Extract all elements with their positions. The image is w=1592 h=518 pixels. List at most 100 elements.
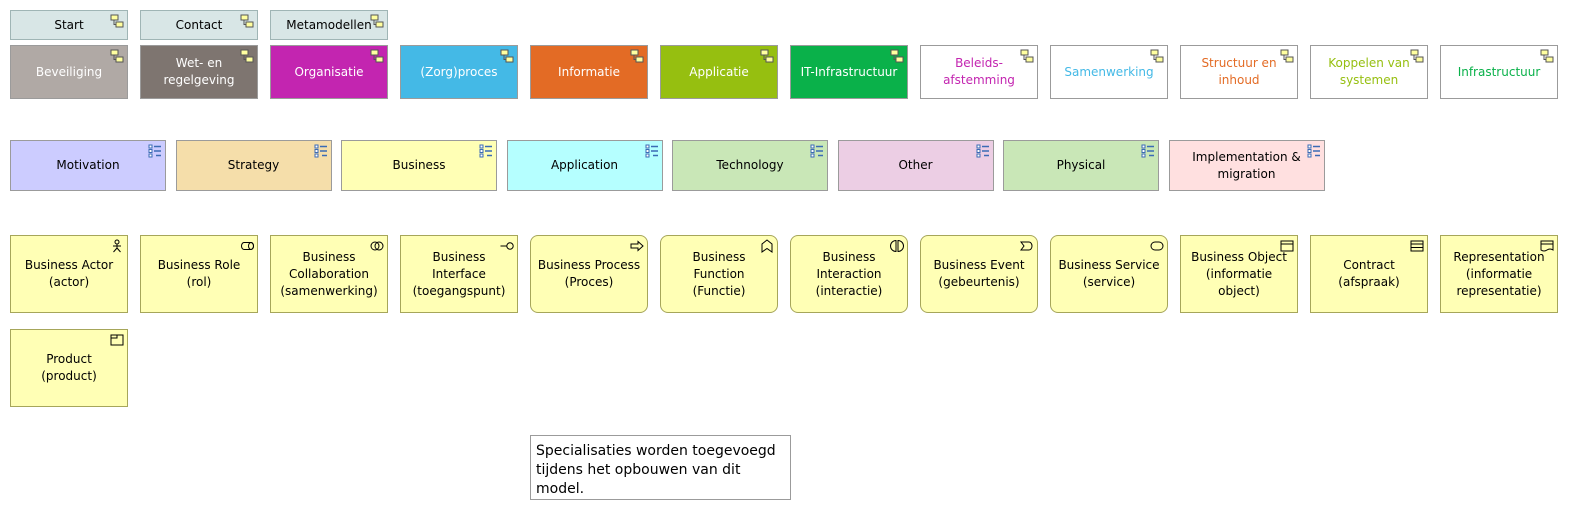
view-label: Applicatie xyxy=(689,64,749,79)
viewpoint-implementation-migration[interactable]: Implementation & migration xyxy=(1168,140,1325,191)
view-structuur-en-inhoud[interactable]: Structuur en inhoud xyxy=(1180,45,1298,99)
element-label: Business Function (Functie) xyxy=(692,249,746,298)
viewpoint-icon xyxy=(645,144,658,158)
viewpoint-icon xyxy=(479,144,492,158)
event-icon xyxy=(1020,241,1033,251)
diagram-model-icon xyxy=(370,49,384,63)
view-applicatie[interactable]: Applicatie xyxy=(660,45,778,99)
view-organisatie[interactable]: Organisatie xyxy=(270,45,388,99)
element-label: Business Service (service) xyxy=(1058,258,1160,289)
view-label: Wet- en regelgeving xyxy=(163,56,235,87)
view-infrastructuur[interactable]: Infrastructuur xyxy=(1440,45,1558,99)
viewpoint-label: Implementation & migration xyxy=(1192,149,1301,181)
element-contract[interactable]: Contract (afspraak) xyxy=(1310,235,1428,313)
representation-icon xyxy=(1540,240,1554,252)
nav-label: Start xyxy=(54,17,84,32)
viewpoint-label: Physical xyxy=(1056,158,1106,172)
viewpoint-business[interactable]: Business xyxy=(341,140,497,191)
view-label: Structuur en inhoud xyxy=(1201,56,1277,87)
viewpoint-label: Business xyxy=(392,158,446,172)
diagram-model-icon xyxy=(1280,49,1294,63)
view-label: Koppelen van systemen xyxy=(1328,56,1410,87)
viewpoint-label: Motivation xyxy=(56,158,120,172)
element-business-interface[interactable]: Business Interface (toegangspunt) xyxy=(400,235,518,313)
nav-label: Metamodellen xyxy=(286,17,372,32)
viewpoint-icon xyxy=(810,144,823,158)
element-label: Business Process (Proces) xyxy=(537,258,641,289)
viewpoint-motivation[interactable]: Motivation xyxy=(10,140,166,191)
view-samenwerking[interactable]: Samenwerking xyxy=(1050,45,1168,99)
viewpoint-icon xyxy=(148,144,161,158)
viewpoint-label: Other xyxy=(898,158,933,172)
element-business-event[interactable]: Business Event (gebeurtenis) xyxy=(920,235,1038,313)
nav-start[interactable]: Start xyxy=(10,10,128,40)
process-icon xyxy=(630,240,644,252)
view-beveiliging[interactable]: Beveiliging xyxy=(10,45,128,99)
element-business-function[interactable]: Business Function (Functie) xyxy=(660,235,778,313)
service-icon xyxy=(1150,241,1164,251)
nav-contact[interactable]: Contact xyxy=(140,10,258,40)
view-label: IT-Infrastructuur xyxy=(800,64,898,79)
diagram-model-icon xyxy=(240,49,254,63)
viewpoint-physical[interactable]: Physical xyxy=(1003,140,1159,191)
element-label: Business Role (rol) xyxy=(157,258,241,289)
view-label: (Zorg)proces xyxy=(420,64,498,79)
view-zorg-proces[interactable]: (Zorg)proces xyxy=(400,45,518,99)
element-label: Representation (informatie representatie… xyxy=(1453,249,1545,298)
view-informatie[interactable]: Informatie xyxy=(530,45,648,99)
view-label: Informatie xyxy=(558,64,620,79)
viewpoint-technology[interactable]: Technology xyxy=(672,140,828,191)
diagram-model-icon xyxy=(630,49,644,63)
diagram-model-icon xyxy=(890,49,904,63)
view-it-infrastructuur[interactable]: IT-Infrastructuur xyxy=(790,45,908,99)
element-representation[interactable]: Representation (informatie representatie… xyxy=(1440,235,1558,313)
diagram-model-icon xyxy=(110,14,124,28)
diagram-model-icon xyxy=(1540,49,1554,63)
view-label: Samenwerking xyxy=(1064,64,1154,79)
view-wet-en-regelgeving[interactable]: Wet- en regelgeving xyxy=(140,45,258,99)
role-icon xyxy=(241,242,254,250)
contract-icon xyxy=(1410,240,1424,252)
viewpoint-label: Strategy xyxy=(227,158,280,172)
viewpoint-label: Application xyxy=(550,158,619,172)
collaboration-icon xyxy=(370,241,384,251)
element-business-service[interactable]: Business Service (service) xyxy=(1050,235,1168,313)
element-label: Business Interface (toegangspunt) xyxy=(412,249,506,298)
element-label: Business Event (gebeurtenis) xyxy=(933,258,1025,289)
diagram-model-icon xyxy=(370,14,384,28)
element-label: Business Interaction (interactie) xyxy=(815,249,883,298)
element-product[interactable]: Product (product) xyxy=(10,329,128,407)
diagram-model-icon xyxy=(760,49,774,63)
element-label: Business Collaboration (samenwerking) xyxy=(280,249,378,298)
note: Specialisaties worden toegevoegd tijdens… xyxy=(530,435,791,500)
diagram-model-icon xyxy=(1150,49,1164,63)
viewpoint-icon xyxy=(314,144,327,158)
diagram-model-icon xyxy=(1410,49,1424,63)
view-label: Beveiliging xyxy=(35,64,103,79)
viewpoint-strategy[interactable]: Strategy xyxy=(175,140,332,191)
interaction-icon xyxy=(890,239,904,253)
element-business-role[interactable]: Business Role (rol) xyxy=(140,235,258,313)
element-label: Business Object (informatie object) xyxy=(1191,249,1287,298)
element-business-object[interactable]: Business Object (informatie object) xyxy=(1180,235,1298,313)
element-business-actor[interactable]: Business Actor (actor) xyxy=(10,235,128,313)
element-label: Product (product) xyxy=(41,352,97,383)
nav-metamodellen[interactable]: Metamodellen xyxy=(270,10,388,40)
diagram-model-icon xyxy=(1020,49,1034,63)
element-business-interaction[interactable]: Business Interaction (interactie) xyxy=(790,235,908,313)
actor-icon xyxy=(113,239,121,253)
product-icon xyxy=(110,334,124,346)
viewpoint-icon xyxy=(1141,144,1154,158)
element-label: Business Actor (actor) xyxy=(24,258,114,289)
element-business-collaboration[interactable]: Business Collaboration (samenwerking) xyxy=(270,235,388,313)
element-business-process[interactable]: Business Process (Proces) xyxy=(530,235,648,313)
view-beleids-afstemming[interactable]: Beleids-afstemming xyxy=(920,45,1038,99)
viewpoint-other[interactable]: Other xyxy=(837,140,994,191)
function-icon xyxy=(761,239,773,253)
diagram-model-icon xyxy=(240,14,254,28)
viewpoint-icon xyxy=(1307,144,1320,158)
view-koppelen-van-systemen[interactable]: Koppelen van systemen xyxy=(1310,45,1428,99)
nav-label: Contact xyxy=(175,17,223,32)
viewpoint-application[interactable]: Application xyxy=(506,140,663,191)
view-label: Beleids-afstemming xyxy=(943,56,1015,87)
